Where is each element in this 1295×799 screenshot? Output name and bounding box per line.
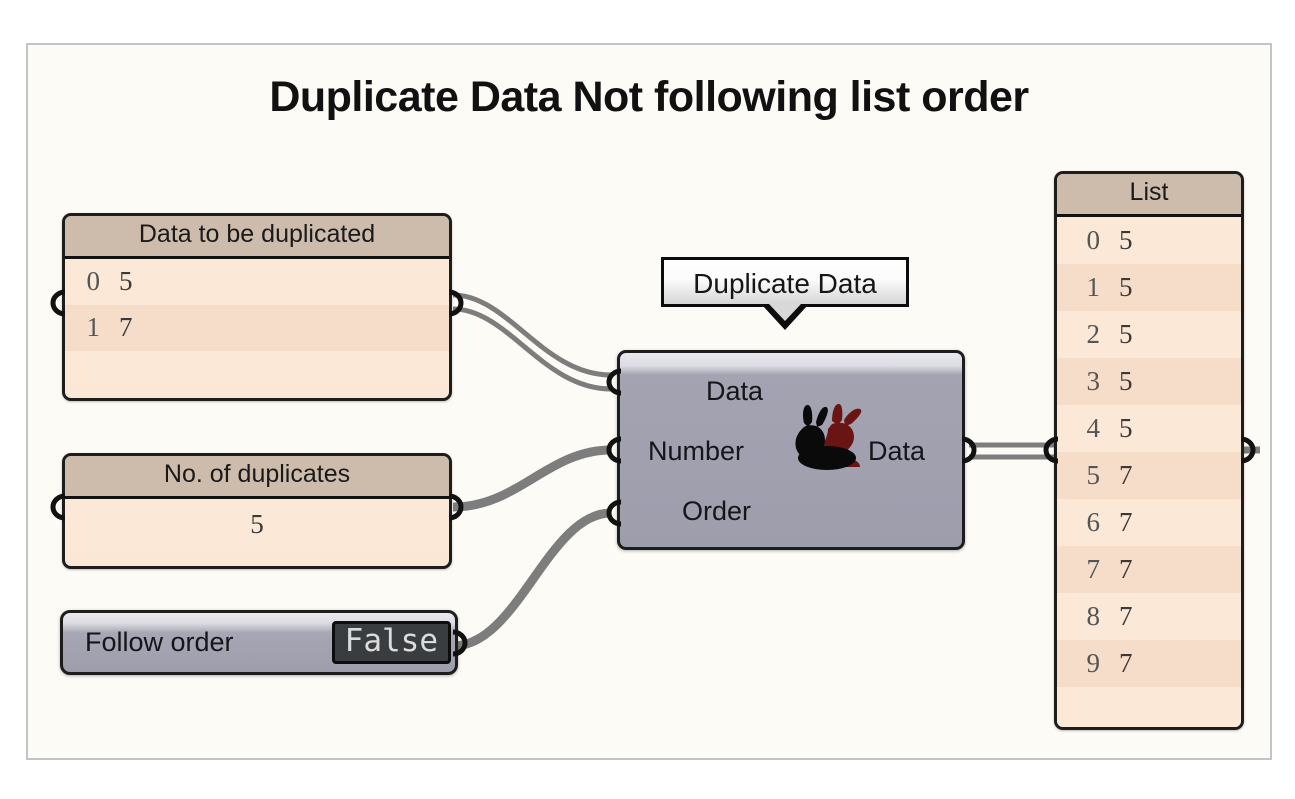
wire-number-to-component: [452, 445, 612, 512]
panel-header-label: Data to be duplicated: [65, 216, 449, 259]
port-output-data[interactable]: [956, 436, 977, 464]
component-input-label-number: Number: [648, 436, 745, 466]
port-input-number-panel[interactable]: [49, 493, 69, 521]
port-input-number[interactable]: [605, 436, 625, 464]
table-row[interactable]: 5: [65, 498, 449, 551]
table-row[interactable]: 0 5: [65, 258, 449, 305]
row-value: 7: [1119, 553, 1133, 584]
table-row[interactable]: 0 5: [1057, 216, 1241, 264]
port-output-data-panel[interactable]: [443, 289, 464, 317]
row-value: 7: [1119, 647, 1133, 678]
port-input-order[interactable]: [605, 499, 625, 527]
grasshopper-canvas[interactable]: Duplicate Data Not following list order …: [26, 43, 1272, 760]
panel-data-to-be-duplicated[interactable]: Data to be duplicated 0 5 1 7: [62, 213, 452, 401]
table-row[interactable]: [65, 350, 449, 383]
table-row[interactable]: 9 7: [1057, 639, 1241, 687]
component-input-label-data: Data: [706, 376, 764, 406]
panel-rows: 5: [65, 498, 449, 551]
panel-no-of-duplicates[interactable]: No. of duplicates 5: [62, 453, 452, 569]
row-index: 5: [1086, 459, 1101, 490]
row-value: 5: [1119, 271, 1133, 302]
wire-data-to-component: [452, 292, 612, 392]
table-row[interactable]: 4 5: [1057, 404, 1241, 452]
row-index: 1: [1086, 271, 1101, 302]
row-index: 9: [1086, 647, 1101, 678]
component-tooltip: Duplicate Data: [661, 257, 909, 307]
boolean-toggle-follow-order[interactable]: Follow order False: [60, 610, 458, 675]
table-row[interactable]: 1 7: [65, 304, 449, 351]
row-value: 7: [119, 312, 133, 342]
panel-rows: 0 5 1 5 2 5 3 5 4 5 5 7: [1057, 216, 1241, 727]
table-row[interactable]: 1 5: [1057, 263, 1241, 311]
component-tooltip-label: Duplicate Data: [693, 268, 877, 299]
panel-rows: 0 5 1 7: [65, 258, 449, 383]
row-value: 5: [1119, 224, 1133, 255]
port-output-list-panel[interactable]: [1235, 436, 1256, 464]
row-value: 7: [1119, 459, 1133, 490]
row-index: 0: [86, 266, 101, 296]
port-input-data-panel[interactable]: [49, 289, 69, 317]
port-output-boolean-toggle[interactable]: [447, 629, 468, 657]
row-index: 3: [1086, 365, 1101, 396]
row-value: 5: [1119, 365, 1133, 396]
table-row[interactable]: 2 5: [1057, 310, 1241, 358]
component-output-label-data: Data: [868, 436, 926, 466]
boolean-toggle-value[interactable]: False: [331, 620, 451, 665]
panel-header-label: No. of duplicates: [65, 456, 449, 499]
table-row[interactable]: 8 7: [1057, 592, 1241, 640]
panel-header-label: List: [1057, 174, 1241, 217]
row-index: 4: [1086, 412, 1101, 443]
port-output-number-panel[interactable]: [443, 493, 464, 521]
row-value: 5: [1119, 318, 1133, 349]
row-value: 5: [119, 266, 133, 296]
table-row[interactable]: 5 7: [1057, 451, 1241, 499]
row-value: 7: [1119, 506, 1133, 537]
row-index: 0: [1086, 224, 1101, 255]
port-input-data[interactable]: [605, 368, 625, 396]
table-row[interactable]: 6 7: [1057, 498, 1241, 546]
row-value: 5: [250, 509, 264, 539]
row-value: 7: [1119, 600, 1133, 631]
component-tooltip-tail-inner: [769, 304, 801, 321]
table-row[interactable]: 3 5: [1057, 357, 1241, 405]
row-index: 6: [1086, 506, 1101, 537]
table-row[interactable]: 7 7: [1057, 545, 1241, 593]
row-index: 2: [1086, 318, 1101, 349]
row-value: 5: [1119, 412, 1133, 443]
page-title: Duplicate Data Not following list order: [269, 73, 1029, 121]
component-duplicate-data[interactable]: Data Number Order Data: [617, 350, 965, 550]
row-index: 8: [1086, 600, 1101, 631]
row-index: 1: [86, 312, 101, 342]
boolean-toggle-label: Follow order: [85, 627, 234, 657]
rabbit-icon: [795, 403, 862, 470]
panel-list-output[interactable]: List 0 5 1 5 2 5 3 5 4 5: [1054, 171, 1244, 730]
table-row[interactable]: [1057, 686, 1241, 727]
wire-order-to-component: [452, 508, 612, 651]
row-index: 7: [1086, 553, 1101, 584]
component-input-label-order: Order: [682, 496, 752, 526]
port-input-list-panel[interactable]: [1042, 436, 1062, 464]
